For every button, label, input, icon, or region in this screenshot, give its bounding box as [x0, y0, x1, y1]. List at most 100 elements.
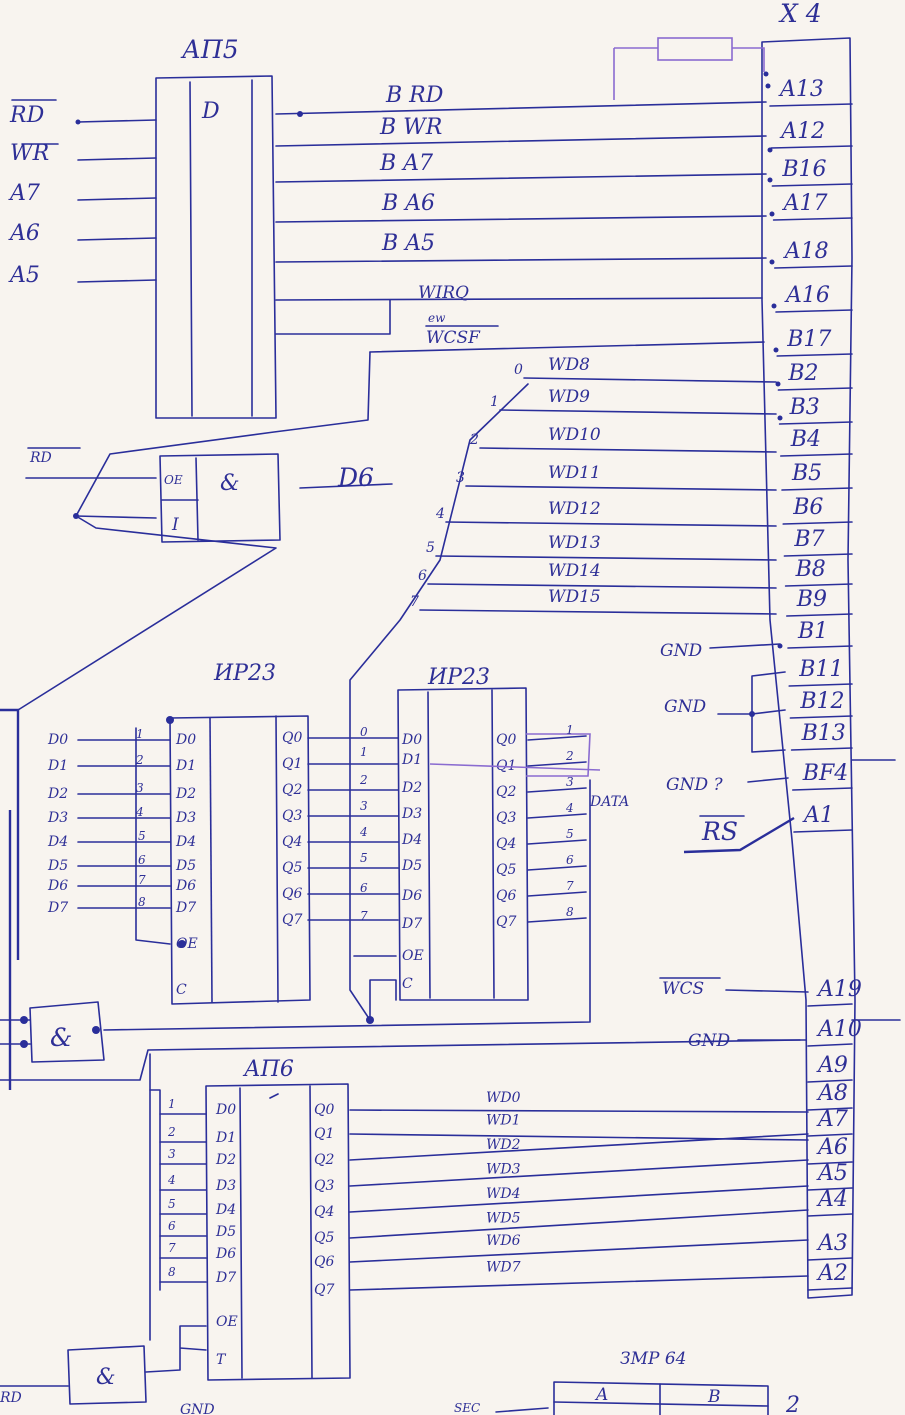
- connector-pin-a9: A9: [816, 1053, 848, 1078]
- connector-pin-separator: [790, 747, 853, 751]
- gate-bottom-body: [67, 1345, 147, 1405]
- connector-pin-separator: [788, 683, 853, 687]
- connector-pin-separator: [807, 1003, 853, 1007]
- connector-pin-separator: [779, 453, 853, 457]
- chip-ap6-pin: D3: [215, 1178, 236, 1194]
- signal-rd: RD: [0, 1390, 22, 1406]
- chip-ir23-left-pin: C: [176, 982, 187, 998]
- connector-pin-separator: [783, 553, 853, 557]
- chip-ir23-left-q-pin: Q0: [282, 730, 302, 746]
- chip-ap6-pins: D0D1D2D3D4D5D6D7OET12345678Q0WD0Q1WD1Q2W…: [149, 1089, 809, 1368]
- junction: [773, 347, 779, 353]
- connector-pin-separator: [807, 1043, 853, 1047]
- chip-ir23-left-pin: D7: [175, 900, 196, 916]
- junction: [92, 1026, 100, 1034]
- wd-line-wd13: WD13: [548, 533, 601, 553]
- chip-ir23-right-pin: D5: [401, 858, 422, 874]
- gate-bottom-func: &: [96, 1365, 116, 1390]
- pin-number: 1: [168, 1097, 176, 1111]
- chip-ir23-left-input: D2: [47, 786, 68, 802]
- chip-ir23-right-q-pin: Q4: [496, 836, 516, 852]
- signal-gnd-q: GND ?: [666, 775, 723, 795]
- pin-number: 8: [138, 895, 146, 909]
- gate-mid: &: [0, 708, 801, 1341]
- chip-ir23-right-pin: D3: [401, 806, 422, 822]
- chip-ir23-right-pin: D6: [401, 888, 422, 904]
- chip-ir23-right-body: [397, 687, 529, 1001]
- chip-ir23-left-input: D5: [47, 858, 68, 874]
- pin-wire: [349, 1133, 809, 1161]
- connector-pin-separator: [791, 787, 853, 791]
- pin-number: 5: [168, 1197, 176, 1211]
- pin-wire: [527, 761, 587, 767]
- pin-wire: [527, 891, 587, 897]
- wd-wire: [427, 583, 777, 589]
- chip-bottom-right-title: ЗМР 64: [620, 1349, 686, 1369]
- pin-wire: [527, 917, 587, 923]
- chip-ap5-output-label: B A7: [379, 151, 433, 176]
- connector-pin-b8: B8: [795, 557, 826, 582]
- signal-data: DATA: [589, 794, 629, 810]
- connector-pin-separator: [775, 309, 853, 313]
- wd-bit-7: 7: [410, 594, 419, 610]
- wd-line-wd6: WD6: [486, 1233, 521, 1249]
- connector-pin-b1: B1: [797, 619, 828, 644]
- junction: [769, 259, 775, 265]
- wd-bit-6: 6: [418, 568, 427, 584]
- junction: [767, 147, 773, 153]
- chip-ap5-output-wire: [275, 257, 767, 263]
- wd-bit-5: 5: [426, 540, 435, 556]
- wd-line-wd4: WD4: [486, 1186, 521, 1202]
- pin-wire: [527, 865, 587, 871]
- chip-ap6: АП6 D0D1D2D3D4D5D6D7OET12345678Q0WD0Q1WD…: [149, 1057, 809, 1381]
- wire-wcsf: [275, 299, 765, 353]
- pin-number: 2: [359, 773, 368, 787]
- wd-line-wd8: WD8: [548, 355, 590, 375]
- highlight: [429, 763, 601, 771]
- connector-pin-a17: A17: [782, 191, 828, 216]
- chip-ap6-pin: D5: [215, 1224, 236, 1240]
- chip-ir23-left-q-pin: Q3: [282, 808, 302, 824]
- connector-pin-separator: [770, 145, 853, 149]
- chip-ir23-right-pin: OE: [402, 948, 424, 964]
- pin-number: 4: [565, 801, 574, 815]
- chip-ir23-right-q-pin: Q7: [496, 914, 516, 930]
- pin-number: 3: [360, 799, 368, 813]
- chip-ap5-output-wire: [275, 215, 767, 223]
- chip-ir23-left-pin: D4: [175, 834, 196, 850]
- chip-ir23-left-input: D7: [47, 900, 68, 916]
- pin-number: 5: [138, 829, 146, 843]
- connector-pin-b13: B13: [801, 721, 846, 746]
- wd-wire: [499, 409, 777, 415]
- pin-number: 3: [168, 1147, 176, 1161]
- wire: [135, 727, 171, 945]
- pin-number: 5: [566, 827, 574, 841]
- connector-pin-a1: A1: [802, 803, 834, 828]
- chip-ir23-right-pin: D1: [401, 752, 422, 768]
- chip-ap5-input-wire: [77, 119, 157, 123]
- wd-line-wd10: WD10: [548, 425, 601, 445]
- chip-ir23-left-q-pin: Q7: [282, 912, 302, 928]
- chip-ir23-right-q-pin: Q3: [496, 810, 516, 826]
- connector-pin-b7: B7: [793, 527, 824, 552]
- wd-bit-3: 3: [456, 470, 465, 486]
- connector-title: X 4: [778, 0, 822, 28]
- junction: [73, 513, 79, 519]
- chip-ap5-output-wire: [275, 173, 767, 183]
- chip-ap5-output-wire: [275, 135, 767, 147]
- chip-divider: [491, 689, 495, 999]
- chip-ir23-left: ИР23 D0D1D2D3D4D5D6D7OEC1D02D13D24D35D46…: [47, 661, 399, 1005]
- chip-bottom-right: ЗМР 64 A B 2 SEC: [454, 1349, 800, 1415]
- connector-pin-separator: [773, 265, 853, 269]
- chip-ap5-function: D: [201, 99, 220, 124]
- junction: [166, 716, 174, 724]
- chip-ap5-input-a7: A7: [8, 181, 40, 206]
- connector-pin-a19: A19: [816, 977, 862, 1002]
- connector-pin-b9: B9: [796, 587, 827, 612]
- chip-divider: [553, 1401, 769, 1407]
- junction: [763, 71, 769, 77]
- pin-number: 6: [138, 853, 146, 867]
